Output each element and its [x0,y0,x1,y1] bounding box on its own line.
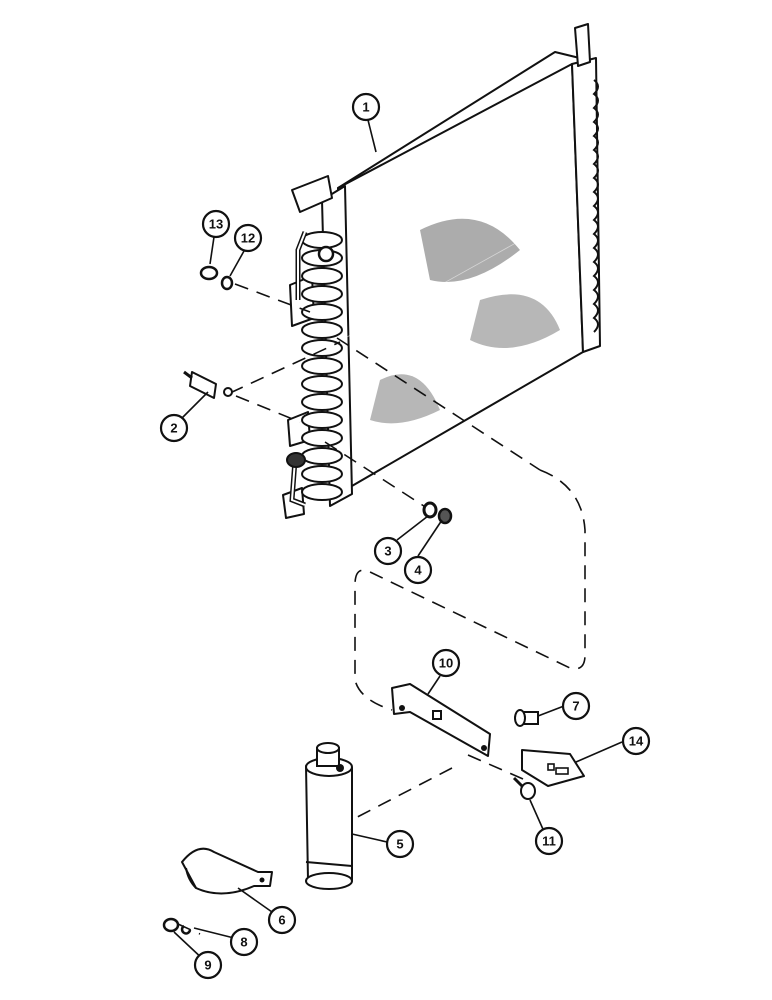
fitting-part-2 [183,370,233,399]
callout-6: 6 [267,905,297,935]
svg-text:5: 5 [396,837,403,852]
svg-text:9: 9 [204,958,211,973]
callout-9: 9 [193,950,223,980]
nuts-parts-12-13 [199,265,234,291]
svg-text:11: 11 [542,834,556,849]
callout-14: 14 [621,726,651,756]
svg-text:6: 6 [278,913,285,928]
svg-text:4: 4 [414,563,422,578]
bracket-part-10 [391,683,491,757]
svg-text:7: 7 [572,699,579,714]
receiver-drier-part-5 [305,742,353,890]
bolt-part-7 [514,709,539,727]
svg-text:2: 2 [170,421,177,436]
callout-13: 13 [201,209,231,239]
svg-text:1: 1 [362,100,369,115]
callout-2: 2 [159,413,189,443]
svg-text:13: 13 [209,217,223,232]
svg-text:8: 8 [240,935,247,950]
dashed-leader-lines [177,283,586,935]
callout-12: 12 [233,223,263,253]
callout-11: 11 [534,826,564,856]
callout-7: 7 [561,691,591,721]
svg-text:12: 12 [241,231,255,246]
washer-nut-parts-8-9 [162,917,192,935]
svg-text:10: 10 [439,656,453,671]
callout-3: 3 [373,536,403,566]
svg-text:3: 3 [384,544,391,559]
screw-part-11 [512,776,536,800]
plate-part-14 [521,749,585,787]
clamp-part-6 [181,847,273,895]
callout-10: 10 [431,648,461,678]
callout-5: 5 [385,829,415,859]
condenser-assembly [282,23,601,519]
callout-4: 4 [403,555,433,585]
callout-1: 1 [351,92,381,122]
callout-8: 8 [229,927,259,957]
o-rings-parts-3-4 [422,501,453,525]
svg-text:14: 14 [629,734,644,749]
